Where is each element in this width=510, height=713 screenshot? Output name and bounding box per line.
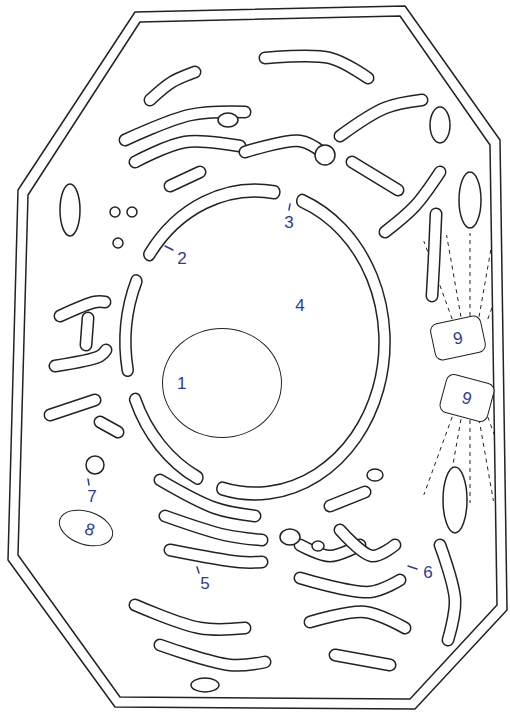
callout-number: 2 xyxy=(176,250,187,267)
er-tube-outline xyxy=(50,400,95,415)
aster-ray xyxy=(503,408,510,472)
vesicle xyxy=(312,541,324,551)
er-tube-lumen xyxy=(335,655,390,665)
callout-number: 9 xyxy=(460,389,474,408)
cell-membrane xyxy=(18,16,497,699)
vesicle xyxy=(110,207,120,217)
er-tube-lumen xyxy=(50,400,95,415)
leader-line xyxy=(408,566,417,569)
er-tube-outline xyxy=(170,550,262,562)
er-tube-lumen xyxy=(440,545,455,640)
nucleolus: 1 xyxy=(162,328,282,438)
er-tube-outline xyxy=(265,56,368,78)
vesicle xyxy=(430,107,450,143)
envelope-segment xyxy=(144,184,280,261)
aster-ray xyxy=(496,413,510,485)
er-tube-lumen xyxy=(310,612,405,628)
vesicles xyxy=(60,107,481,692)
er-tube-lumen xyxy=(86,318,88,345)
er-tube-outline xyxy=(135,141,240,162)
endomembrane xyxy=(50,56,455,665)
callout-number: 8 xyxy=(83,520,97,539)
er-tube-lumen xyxy=(340,100,422,136)
callout-number: 5 xyxy=(199,575,210,592)
callout-number: 3 xyxy=(283,214,294,231)
vesicle: 8 xyxy=(54,503,118,553)
er-tube-outline xyxy=(340,530,395,556)
cell-membrane xyxy=(8,6,507,709)
vesicle xyxy=(315,145,335,165)
er-tube-outline xyxy=(330,492,365,506)
callout-number: 1 xyxy=(177,375,186,392)
er-tube-outline xyxy=(100,422,118,432)
er-tube-lumen xyxy=(340,530,395,556)
er-tube-outline xyxy=(165,516,262,540)
envelope-segment xyxy=(120,275,142,377)
er-tube-outline xyxy=(245,141,322,152)
er-tube-lumen xyxy=(170,172,200,186)
er-tube-lumen xyxy=(135,141,240,162)
vesicle xyxy=(459,172,481,228)
centriole: 9 xyxy=(429,314,488,362)
aster-ray xyxy=(503,265,510,329)
er-tube-outline xyxy=(310,612,405,628)
aster-ray xyxy=(479,235,493,317)
er-tube-lumen xyxy=(300,578,400,592)
er-tube-outline xyxy=(60,302,105,316)
aster-ray xyxy=(470,420,471,503)
centriole: 9 xyxy=(438,372,497,424)
er-tube-outline xyxy=(340,100,422,136)
leader-line xyxy=(197,567,199,573)
vesicle xyxy=(280,529,300,545)
er-tube-lumen xyxy=(100,422,118,432)
er-tube-lumen xyxy=(160,645,265,665)
er-tube-lumen xyxy=(165,516,262,540)
er-tube-lumen xyxy=(330,492,365,506)
er-tube-lumen xyxy=(150,72,195,100)
er-tube-outline xyxy=(170,172,200,186)
aster-ray xyxy=(470,233,471,316)
vesicle xyxy=(86,456,104,474)
er-tube-outline xyxy=(352,162,398,190)
er-tube-outline xyxy=(55,350,106,366)
er-tube-outline xyxy=(300,578,400,592)
nuclear-envelope xyxy=(120,184,390,500)
vesicle xyxy=(127,207,137,217)
callout-number: 4 xyxy=(294,297,305,314)
vesicle xyxy=(443,467,467,533)
er-tube-outline xyxy=(150,72,195,100)
er-tube-outline xyxy=(135,605,245,629)
er-tube-lumen xyxy=(170,550,262,562)
er-tube-lumen xyxy=(135,605,245,629)
vesicle xyxy=(218,113,238,127)
aster-ray xyxy=(479,419,493,501)
vesicle xyxy=(191,678,219,692)
vesicle xyxy=(113,238,123,248)
vesicle xyxy=(367,469,383,481)
er-tube-outline xyxy=(86,318,88,345)
er-tube-lumen xyxy=(432,214,436,296)
er-tube-outline xyxy=(440,545,455,640)
aster-ray xyxy=(447,235,461,317)
er-tube-lumen xyxy=(55,350,106,366)
leader-lines xyxy=(88,204,417,573)
aster-ray xyxy=(488,417,510,495)
er-tube-lumen xyxy=(60,302,105,316)
vesicle xyxy=(60,184,80,236)
leader-line xyxy=(165,246,173,250)
leader-line xyxy=(289,204,290,210)
er-tube-lumen xyxy=(352,162,398,190)
callout-number: 9 xyxy=(452,329,465,348)
callout-number: 6 xyxy=(422,564,433,581)
aster-ray xyxy=(496,251,510,323)
er-tube-outline xyxy=(335,655,390,665)
er-tube-outline xyxy=(432,214,436,296)
leader-line xyxy=(88,479,89,485)
er-tube-lumen xyxy=(245,141,322,152)
er-tube-outline xyxy=(160,645,265,665)
er-tube-lumen xyxy=(265,56,368,78)
callout-number: 7 xyxy=(86,488,97,505)
aster-ray xyxy=(488,241,510,319)
